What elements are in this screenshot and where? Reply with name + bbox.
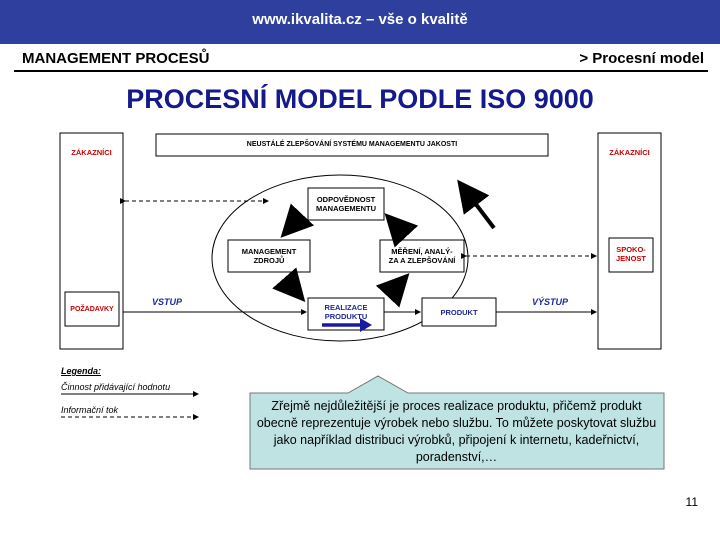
page-title: PROCESNÍ MODEL PODLE ISO 9000	[126, 84, 594, 114]
customers-left-label: ZÁKAZNÍCI	[71, 148, 112, 157]
product-label: PRODUKT	[440, 308, 478, 317]
satisfaction-box	[608, 237, 654, 273]
resources-line-2: ZDROJŮ	[253, 256, 285, 265]
section-band: MANAGEMENT PROCESŮ > Procesní model	[0, 44, 720, 72]
measurement-line-2: ZA A ZLEPŠOVÁNÍ	[388, 256, 456, 265]
satisfaction-line-1: SPOKO-	[616, 245, 646, 254]
callout-text: Zřejmě nejdůležitější je proces realizac…	[256, 399, 657, 464]
divider-line	[14, 70, 708, 72]
legend-title: Legenda:	[61, 366, 102, 376]
responsibility-label: ODPOVĚDNOST MANAGEMENTU	[308, 195, 384, 213]
output-label: VÝSTUP	[532, 297, 569, 307]
page-number: 11	[685, 495, 698, 509]
improvement-label: NEUSTÁLÉ ZLEPŠOVÁNÍ SYSTÉMU MANAGEMENTU …	[246, 141, 458, 148]
section-title: MANAGEMENT PROCESŮ	[22, 50, 210, 67]
resources-label: MANAGEMENT ZDROJŮ	[228, 247, 310, 265]
legend-value-activity: Činnost přidávající hodnotu	[61, 382, 171, 392]
measurement-label: MĚŘENÍ, ANALÝ- ZA A ZLEPŠOVÁNÍ	[380, 247, 464, 265]
satisfaction-line-2: JENOST	[615, 254, 646, 263]
measurement-line-1: MĚŘENÍ, ANALÝ-	[391, 247, 453, 256]
top-bar: www.ikvalita.cz – vše o kvalitě	[0, 0, 720, 44]
cycle-arrow-measurement-responsibility	[384, 213, 419, 248]
requirements-box	[64, 291, 120, 327]
realization-label: REALIZACE PRODUKTU	[308, 303, 384, 321]
legend-info-flow: Informační tok	[61, 405, 119, 415]
site-url: www.ikvalita.cz – vše o kvalitě	[252, 11, 468, 28]
responsibility-box	[307, 187, 385, 221]
satisfaction-label: SPOKO- JENOST	[609, 245, 653, 263]
responsibility-line-1: ODPOVĚDNOST	[316, 195, 376, 204]
resources-box	[227, 239, 311, 273]
cycle-arrow-responsibility-resources	[280, 203, 315, 238]
realization-line-2: PRODUKTU	[324, 312, 368, 321]
section-subtitle: > Procesní model	[579, 50, 704, 67]
callout-shape	[249, 375, 665, 470]
cycle-arrow-resources-realization	[272, 267, 306, 303]
highlight-arrowhead	[360, 318, 372, 332]
requirements-label: POŽADAVKY	[70, 306, 114, 313]
responsibility-line-2: MANAGEMENTU	[316, 204, 376, 213]
improvement-arrow	[457, 179, 496, 230]
input-label: VSTUP	[152, 297, 183, 307]
customers-right-label: ZÁKAZNÍCI	[609, 148, 650, 157]
improvement-box	[155, 133, 549, 157]
product-box	[421, 297, 497, 327]
realization-line-1: REALIZACE	[324, 303, 368, 312]
resources-line-1: MANAGEMENT	[241, 247, 297, 256]
cycle-arrow-realization-measurement	[375, 273, 410, 308]
